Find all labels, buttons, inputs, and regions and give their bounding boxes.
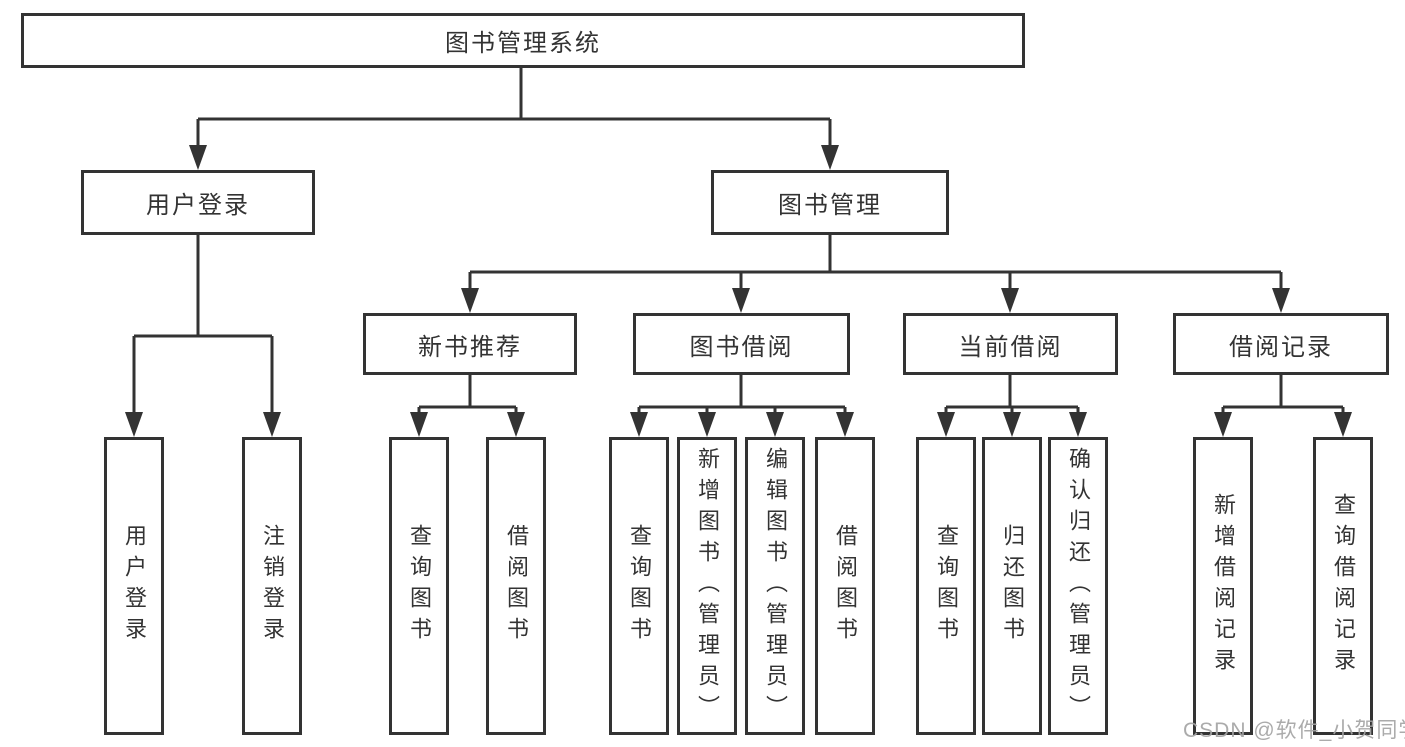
node-book-mgmt-branch: 图书管理 bbox=[711, 170, 949, 235]
leaf-label: 新增借阅记录 bbox=[1211, 493, 1236, 679]
leaf-label: 查询图书 bbox=[627, 524, 652, 648]
arrowhead-icon bbox=[410, 412, 428, 437]
node-label: 图书借阅 bbox=[689, 333, 794, 361]
arrowhead-icon bbox=[698, 412, 716, 437]
arrowhead-icon bbox=[1003, 412, 1021, 437]
csdn-watermark: CSDN @软件_小贺同学 bbox=[1183, 719, 1405, 742]
connector-new-book-recommend bbox=[410, 375, 525, 437]
arrowhead-icon bbox=[189, 145, 207, 170]
arrowhead-icon bbox=[1001, 288, 1019, 313]
leaf-label: 查询图书 bbox=[934, 524, 959, 648]
leaf-logout: 注销登录 bbox=[242, 437, 302, 735]
connector-book-mgmt-branch bbox=[461, 235, 1290, 313]
node-label: 图书管理系统 bbox=[445, 30, 601, 57]
leaf-label: 注销登录 bbox=[260, 524, 285, 648]
leaf-label: 新增图书（管理员） bbox=[695, 446, 720, 726]
arrowhead-icon bbox=[1272, 288, 1290, 313]
leaf-bb-borrow-books: 借阅图书 bbox=[815, 437, 875, 735]
leaf-label: 借阅图书 bbox=[833, 524, 858, 648]
leaf-cb-return-books: 归还图书 bbox=[982, 437, 1042, 735]
arrowhead-icon bbox=[125, 412, 143, 437]
connector-root-to-level2 bbox=[189, 68, 839, 170]
arrowhead-icon bbox=[821, 145, 839, 170]
arrowhead-icon bbox=[507, 412, 525, 437]
node-label: 当前借阅 bbox=[958, 333, 1063, 361]
node-book-borrowing: 图书借阅 bbox=[633, 313, 850, 375]
arrowhead-icon bbox=[630, 412, 648, 437]
arrowhead-icon bbox=[836, 412, 854, 437]
node-new-book-recommend: 新书推荐 bbox=[363, 313, 577, 375]
leaf-label: 查询借阅记录 bbox=[1331, 493, 1356, 679]
connector-borrow-records bbox=[1214, 375, 1352, 437]
leaf-user-login: 用户登录 bbox=[104, 437, 164, 735]
leaf-nbr-query-books: 查询图书 bbox=[389, 437, 449, 735]
connector-user-login-branch bbox=[125, 235, 281, 437]
leaf-cb-confirm-return-admin: 确认归还（管理员） bbox=[1048, 437, 1108, 735]
arrowhead-icon bbox=[1334, 412, 1352, 437]
arrowhead-icon bbox=[937, 412, 955, 437]
node-label: 借阅记录 bbox=[1229, 333, 1333, 361]
node-label: 图书管理 bbox=[778, 192, 882, 219]
arrowhead-icon bbox=[732, 288, 750, 313]
node-label: 用户登录 bbox=[146, 192, 250, 219]
arrowhead-icon bbox=[461, 288, 479, 313]
leaf-label: 查询图书 bbox=[407, 524, 432, 648]
arrowhead-icon bbox=[766, 412, 784, 437]
leaf-cb-query-books: 查询图书 bbox=[916, 437, 976, 735]
arrowhead-icon bbox=[1069, 412, 1087, 437]
leaf-label: 借阅图书 bbox=[504, 524, 529, 648]
leaf-bb-add-books-admin: 新增图书（管理员） bbox=[677, 437, 737, 735]
arrowhead-icon bbox=[1214, 412, 1232, 437]
leaf-br-add-borrow-record: 新增借阅记录 bbox=[1193, 437, 1253, 735]
leaf-label: 归还图书 bbox=[1000, 524, 1025, 648]
node-label: 新书推荐 bbox=[418, 333, 522, 361]
leaf-nbr-borrow-books: 借阅图书 bbox=[486, 437, 546, 735]
node-user-login-branch: 用户登录 bbox=[81, 170, 315, 235]
arrowhead-icon bbox=[263, 412, 281, 437]
node-current-borrowing: 当前借阅 bbox=[903, 313, 1118, 375]
node-borrow-records: 借阅记录 bbox=[1173, 313, 1389, 375]
leaf-bb-query-books: 查询图书 bbox=[609, 437, 669, 735]
node-root-system: 图书管理系统 bbox=[21, 13, 1025, 68]
leaf-label: 确认归还（管理员） bbox=[1066, 446, 1091, 726]
leaf-bb-edit-books-admin: 编辑图书（管理员） bbox=[745, 437, 805, 735]
connector-current-borrowing bbox=[937, 375, 1087, 437]
leaf-label: 编辑图书（管理员） bbox=[763, 446, 788, 726]
connector-book-borrowing bbox=[630, 375, 854, 437]
leaf-br-query-borrow-record: 查询借阅记录 bbox=[1313, 437, 1373, 735]
leaf-label: 用户登录 bbox=[122, 524, 147, 648]
